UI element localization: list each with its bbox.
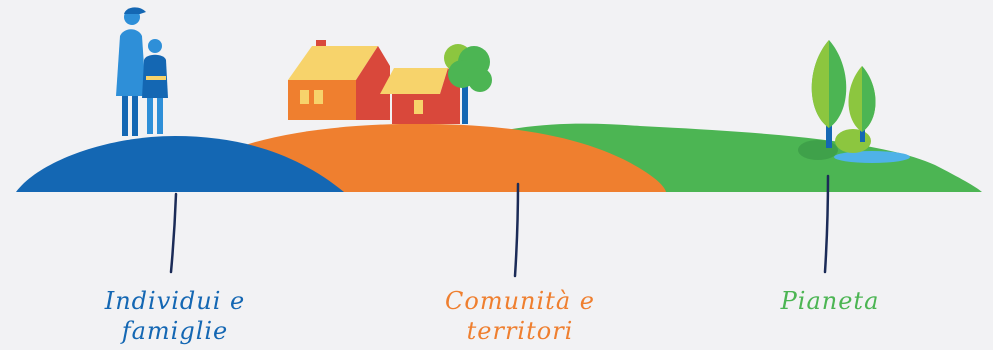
- houses-icon: [288, 40, 460, 124]
- mother-and-child-icon: [116, 7, 168, 136]
- label-comunita-e-territori: Comunità e territori: [430, 286, 610, 346]
- label-pianeta-line1: Pianeta: [760, 286, 900, 316]
- pond-icon: [834, 151, 910, 163]
- label-individui-line1: Individui e: [90, 286, 260, 316]
- bush-icon: [835, 129, 871, 153]
- label-individui-line2: famiglie: [90, 316, 260, 346]
- label-individui-e-famiglie: Individui e famiglie: [90, 286, 260, 346]
- label-pianeta: Pianeta: [760, 286, 900, 316]
- label-comunita-line2: territori: [430, 316, 610, 346]
- connector-individui: [171, 194, 176, 272]
- connector-comunita: [515, 184, 518, 276]
- label-comunita-line1: Comunità e: [430, 286, 610, 316]
